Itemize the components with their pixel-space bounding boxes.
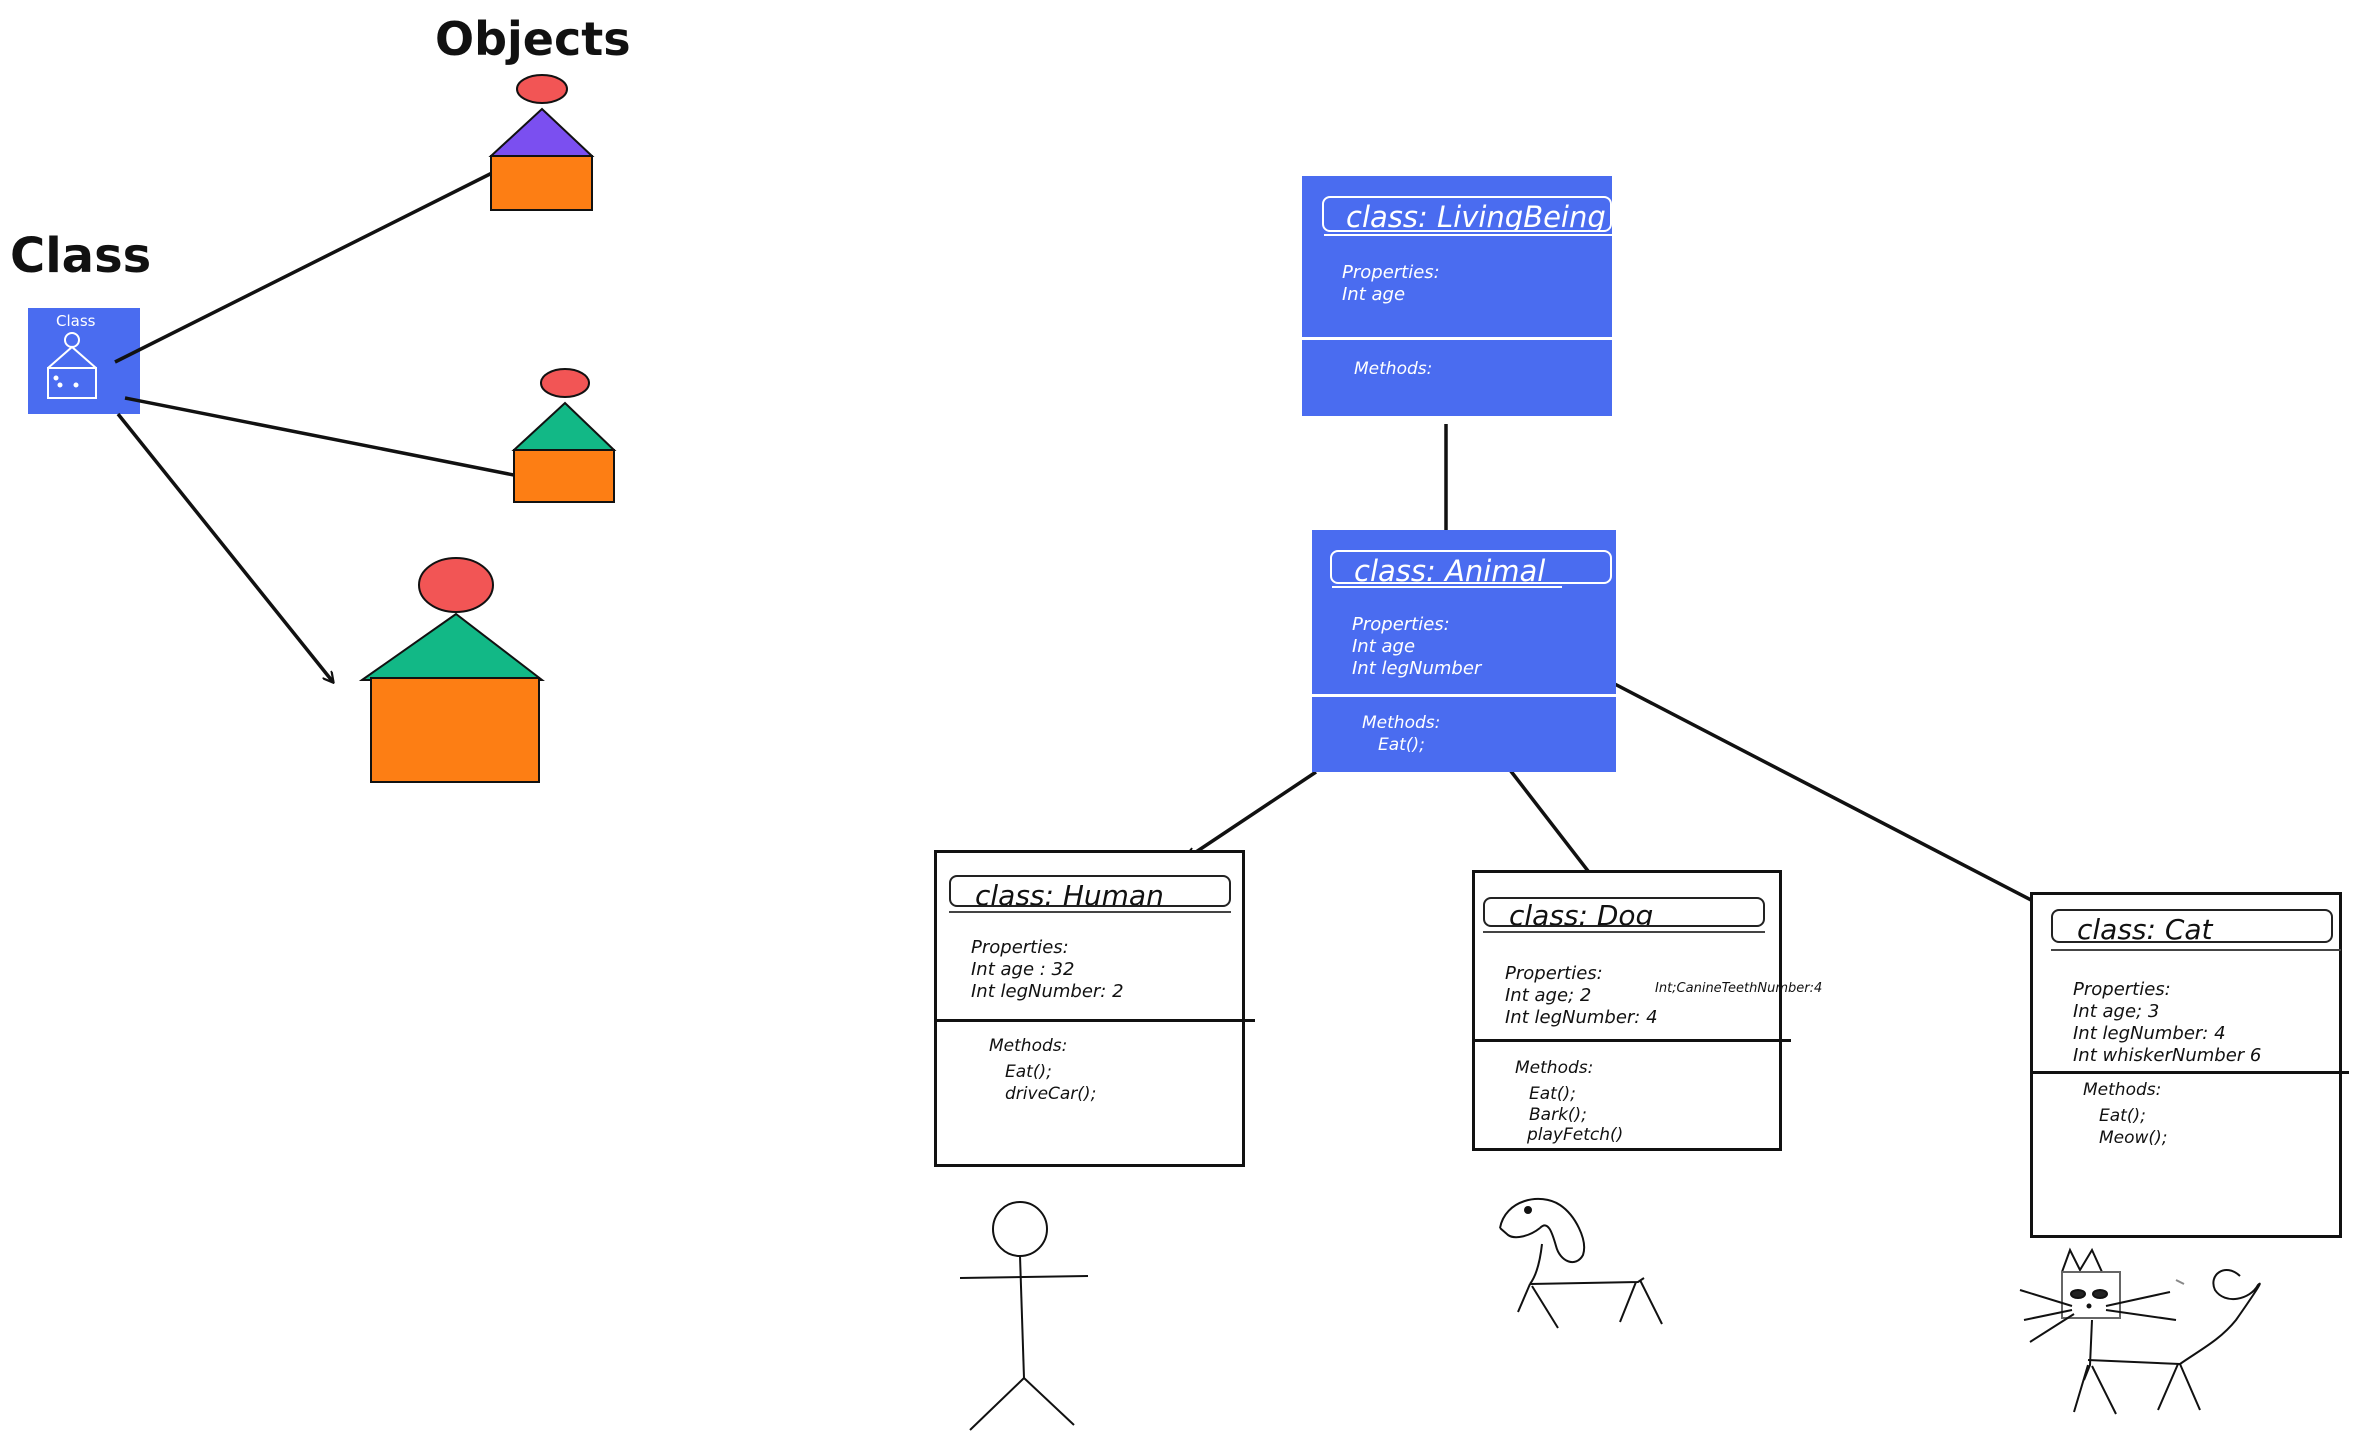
method-item: Eat(); [1005,1062,1052,1082]
class-box-cat: class: Cat Properties: Int age; 3 Int le… [2030,892,2349,1238]
method-item: Eat(); [2099,1106,2146,1126]
stick-figure-human [959,1201,1089,1431]
class-to-object-arrows [114,168,534,682]
property-item: Int legNumber: 4 [1505,1007,1658,1028]
property-item: Int legNumber: 2 [971,981,1124,1002]
class-icon-box: Class [28,308,140,414]
class-title-livingbeing: class: LivingBeing [1322,196,1612,232]
object-house-2 [511,368,617,503]
property-item: Int legNumber: 4 [2073,1023,2226,1044]
object-house-1 [488,74,595,211]
dog-sketch [1499,1197,1663,1329]
arrow-animal-to-cat [1606,678,2058,914]
property-item: Int age; 3 [2073,1001,2160,1022]
class-title-text: class: Animal [1354,554,1546,584]
class-box-dog: class: Dog Properties: Int age; 2 Int le… [1472,870,1822,1151]
method-item: Eat(); [1529,1084,1576,1104]
class-box-animal: class: Animal Properties: Int age Int le… [1312,530,1616,772]
cat-sketch [2019,1247,2261,1415]
property-item-extra: Int;CanineTeethNumber:4 [1655,981,1823,996]
properties-label: Properties: [2073,979,2171,1000]
property-item: Int whiskerNumber 6 [2073,1045,2262,1066]
property-item: Int age : 32 [971,959,1075,980]
property-item: Int age [1342,284,1406,305]
method-item: Meow(); [2099,1128,2168,1148]
arrow-animal-to-human [1187,770,1317,858]
house-outline-icon [47,332,97,399]
class-icon-label: Class [56,312,96,330]
class-title-text: class: Dog [1509,899,1654,927]
class-box-livingbeing: class: LivingBeing Properties: Int age M… [1302,176,1612,416]
properties-label: Properties: [1352,614,1450,635]
methods-label: Methods: [1354,359,1433,379]
object-house-3 [358,557,545,783]
class-heading: Class [10,228,152,284]
property-item: Int age; 2 [1505,985,1592,1006]
properties-label: Properties: [1505,963,1603,984]
class-title-text: class: Cat [2077,913,2213,943]
class-title-dog: class: Dog [1483,897,1765,927]
methods-label: Methods: [2083,1080,2162,1100]
property-item: Int legNumber [1352,658,1482,679]
properties-label: Properties: [971,937,1069,958]
method-item: driveCar(); [1005,1084,1097,1104]
methods-label: Methods: [989,1036,1068,1056]
arrow-to-object-1 [114,168,502,364]
methods-label: Methods: [1515,1058,1594,1078]
method-item: Eat(); [1378,735,1425,755]
class-title-text: class: LivingBeing [1346,200,1606,232]
arrow-to-object-3 [116,412,333,682]
property-item: Int age [1352,636,1416,657]
methods-label: Methods: [1362,713,1441,733]
method-item: Bark(); [1529,1105,1587,1125]
properties-label: Properties: [1342,262,1440,283]
class-title-cat: class: Cat [2051,909,2333,943]
class-title-text: class: Human [975,879,1164,907]
objects-heading: Objects [435,12,631,66]
class-title-human: class: Human [949,875,1231,907]
method-item: playFetch() [1527,1125,1624,1145]
class-title-animal: class: Animal [1330,550,1612,584]
arrow-to-object-2 [124,396,534,479]
class-box-human: class: Human Properties: Int age : 32 In… [934,850,1255,1167]
